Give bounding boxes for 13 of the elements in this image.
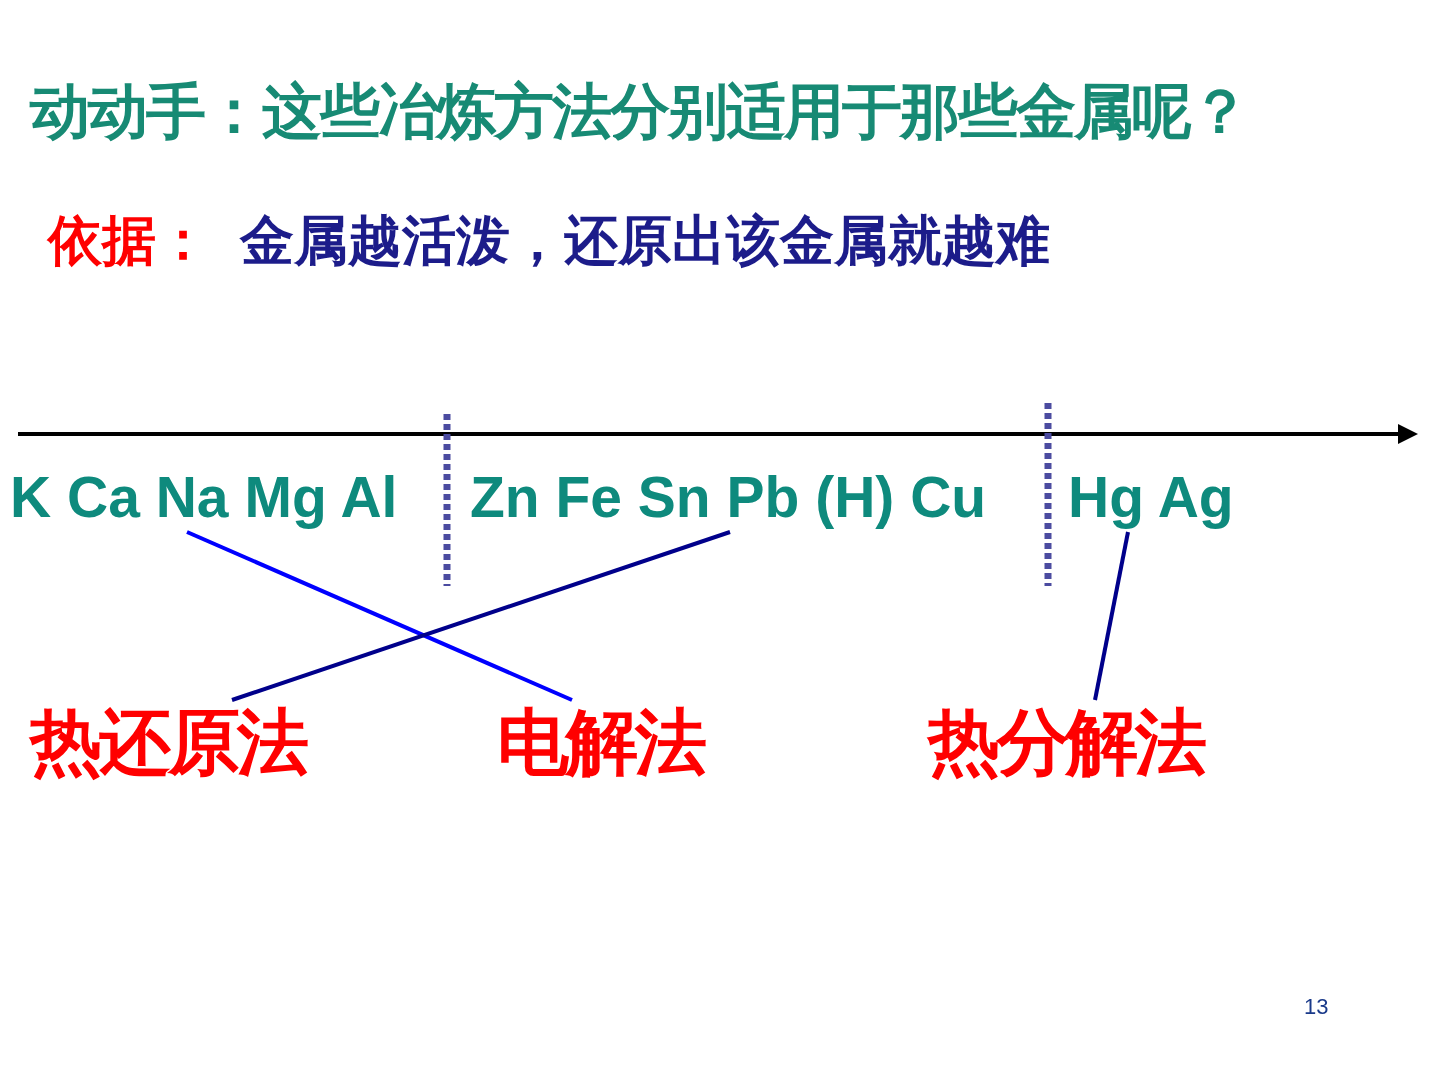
- connector-line: [231, 530, 731, 702]
- connector-line: [1093, 531, 1130, 701]
- method-label: 热分解法: [928, 700, 1204, 784]
- connector-line: [186, 530, 573, 702]
- title: 动动手：这些冶炼方法分别适用于那些金属呢？: [30, 75, 1248, 148]
- basis-text: 金属越活泼，还原出该金属就越难: [240, 207, 1050, 274]
- basis-label: 依据：: [48, 207, 210, 274]
- page-number: 13: [1304, 994, 1329, 1020]
- method-label: 电解法: [497, 700, 704, 784]
- metal-series-text: Zn Fe Sn Pb (H) Cu: [470, 462, 987, 532]
- method-label: 热还原法: [30, 700, 306, 784]
- metal-series-text: Hg Ag: [1068, 462, 1234, 532]
- metal-series-text: K Ca Na Mg Al: [10, 462, 398, 532]
